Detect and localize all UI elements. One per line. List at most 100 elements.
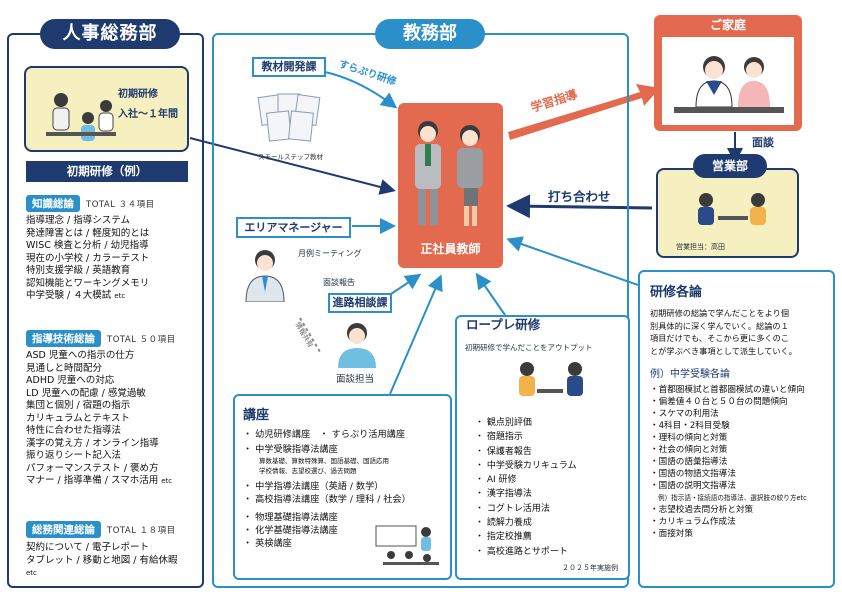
list-item: ・ 読解力養成	[475, 518, 532, 529]
small-step-material-image	[256, 90, 326, 146]
list-item: ・ 漢字指導法	[475, 489, 532, 500]
sales-staff-label: 営業担当：高田	[676, 243, 725, 251]
interview-label: 面談	[752, 136, 774, 149]
list-item: ・志望校過去問分析と対策	[650, 505, 754, 515]
koza-title: 講座	[243, 408, 270, 423]
small-step-label: スモールステップ教材	[258, 153, 323, 161]
list-item: 発達障害とは / 軽度知的とは	[26, 227, 150, 239]
meeting-label: 打ち合わせ	[548, 189, 611, 204]
list-item: ・ 中学指導法講座（英語 / 数学）	[243, 481, 384, 492]
material-icon	[257, 93, 321, 142]
list-item: ・国語の説明文指導法	[650, 481, 736, 491]
list-subnote: 例）指示語・接続語の指導法、選択肢の絞り方etc	[658, 494, 807, 502]
list-item: ・国語の語彙指導法	[650, 457, 728, 467]
section-total: TOTAL ５０項目	[107, 335, 176, 345]
list-item: 振り返りシート記入法	[26, 450, 122, 461]
hr-title: 人事総務部	[40, 19, 180, 49]
section-pill: 知識総論	[26, 195, 80, 212]
list-subitem: 学校情報、志望校選び、過去問題	[259, 467, 357, 475]
list-item: マナー / 指導準備 / スマホ活用 etc	[26, 475, 173, 486]
list-item: ・理科の傾向と対策	[650, 433, 728, 443]
home-title: ご家庭	[709, 18, 746, 32]
area-manager-avatar	[240, 244, 290, 302]
list-item: ・面接対策	[650, 529, 693, 539]
list-item: ・スケマの利用法	[650, 409, 719, 419]
edu-title: 教務部	[375, 19, 485, 49]
list-item: 特性に合わせた指導法	[26, 425, 122, 436]
material-dev-label: 教材開発課	[252, 57, 326, 77]
desc-line: 初期研修の総論で学んだことをより個	[650, 308, 790, 318]
list-item: 認知機能とワーキングメモリ	[26, 277, 150, 289]
list-item: ・国語の物語文指導法	[650, 469, 736, 479]
list-etc: etc	[26, 569, 37, 577]
list-item: ・ 高校指導法講座（数学 / 理科 / 社会）	[243, 494, 411, 505]
roleplay-list: ・ 観点別評価 ・ 宿題指示 ・ 保護者報告 ・ 中学受験カリキュラム ・ AI…	[475, 416, 577, 559]
list-item: パフォーマンステスト / 褒め方	[26, 462, 159, 474]
list-item: ・ コグトレ活用法	[475, 503, 550, 514]
list-item: ・カリキュラム作成法	[650, 517, 736, 527]
roleplay-illustration	[519, 362, 583, 396]
list-item: ・ 英検講座	[243, 538, 292, 549]
list-item: ・ 指定校推薦	[475, 532, 532, 543]
roleplay-subtitle: 初期研修で学んだことをアウトプット	[465, 343, 593, 352]
list-item: WISC 検査と分析 / 幼児指導	[26, 240, 149, 251]
hr-to-teacher-arrow	[189, 137, 396, 195]
teacher-label: 正社員教師	[420, 242, 481, 256]
interviewer-avatar	[333, 318, 381, 368]
list-item: ・ 中学受験カリキュラム	[475, 460, 577, 471]
desc-line: 項目だけでも、そこから更に多くのこ	[650, 333, 789, 343]
list-item: ・ 保護者報告	[475, 446, 532, 457]
list-item: タブレット / 移動と地図 / 有給休暇	[26, 554, 178, 566]
interviewer-label: 面談担当	[336, 374, 375, 385]
section-pill: 総務関連総論	[26, 521, 101, 538]
list-item: ADHD 児童への対応	[26, 375, 115, 386]
list-item: 見通しと時間配分	[26, 362, 103, 374]
list-item: 漢字の覚え方 / オンライン指導	[26, 437, 159, 449]
info-share-line	[299, 317, 321, 353]
roleplay-box: 初期研修で学んだことをアウトプット ・ 観点別評価 ・ 宿題指示 ・ 保護者報告…	[455, 315, 630, 580]
roleplay-title: ロープレ研修	[466, 317, 541, 332]
list-item: ・偏差値４０台と５０台の問題傾向	[650, 397, 788, 407]
list-item: ASD 児童への指示の仕方	[26, 350, 135, 361]
list-item: 現在の小学校 / カラーテスト	[26, 252, 150, 264]
section-total: TOTAL ３４項目	[86, 200, 155, 210]
kenshu-box: 研修各論 初期研修の総論で学んだことをより個 別具体的に深く学んでいく。総論の１…	[638, 270, 835, 588]
teacher-box	[398, 103, 503, 268]
person-icon	[338, 323, 376, 368]
koza-box: 講座 ・ 幼児研修講座 ・ すらぷり活用講座 ・ 中学受験指導法講座 算数基礎、…	[233, 394, 452, 580]
list-item: ・ 観点別評価	[475, 418, 532, 428]
list-item: ・ 宿題指示	[475, 432, 523, 443]
koza-list: ・ 幼児研修講座 ・ すらぷり活用講座 ・ 中学受験指導法講座 算数基礎、算数特…	[243, 428, 411, 550]
list-item: 契約について / 電子レポート	[26, 542, 149, 553]
material-arrow	[324, 71, 398, 109]
class-illustration	[375, 525, 439, 565]
learning-arrow	[508, 84, 660, 140]
list-item: ・ 物理基礎指導法講座	[243, 512, 338, 523]
koza-arrow	[389, 274, 443, 395]
list-item: ・ 幼児研修講座 ・ すらぷり活用講座	[243, 429, 406, 440]
roleplay-arrow	[475, 272, 506, 316]
kenshu-example: 例）中学受験各論	[650, 369, 730, 380]
list-item: 集団と個別 / 宿題の指示	[26, 400, 131, 411]
person-icon	[245, 250, 285, 302]
kenshu-list: ・首都圏模試と首都圏模試の違いと傾向 ・偏差値４０台と５０台の問題傾向 ・スケマ…	[650, 384, 807, 540]
teachers-illustration	[415, 121, 483, 226]
list-item: ・首都圏模試と首都圏模試の違いと傾向	[650, 385, 805, 395]
training-illustration	[46, 93, 116, 141]
section-pill: 指導技術総論	[26, 330, 101, 347]
sales-illustration	[698, 193, 766, 225]
career-section-label: 進路相談課	[328, 293, 392, 313]
list-item: ・ AI 研修	[475, 475, 517, 486]
list-item: カリキュラムとテキスト	[26, 412, 130, 424]
roleplay-note: ２０２５年実施例	[562, 564, 618, 572]
home-box	[654, 15, 802, 131]
list-item: ・社会の傾向と対策	[650, 445, 728, 455]
list-subitem: 算数基礎、算数特殊算、国語基礎、国語応用	[259, 457, 389, 465]
list-item: 特別支援学級 / 英語教育	[26, 265, 131, 276]
list-item: 中学受験 / ４大模試 etc	[26, 290, 126, 301]
desc-line: とが学ぶべき事項として派生していく。	[650, 345, 797, 356]
list-item: ・ 高校進路とサポート	[475, 546, 568, 557]
